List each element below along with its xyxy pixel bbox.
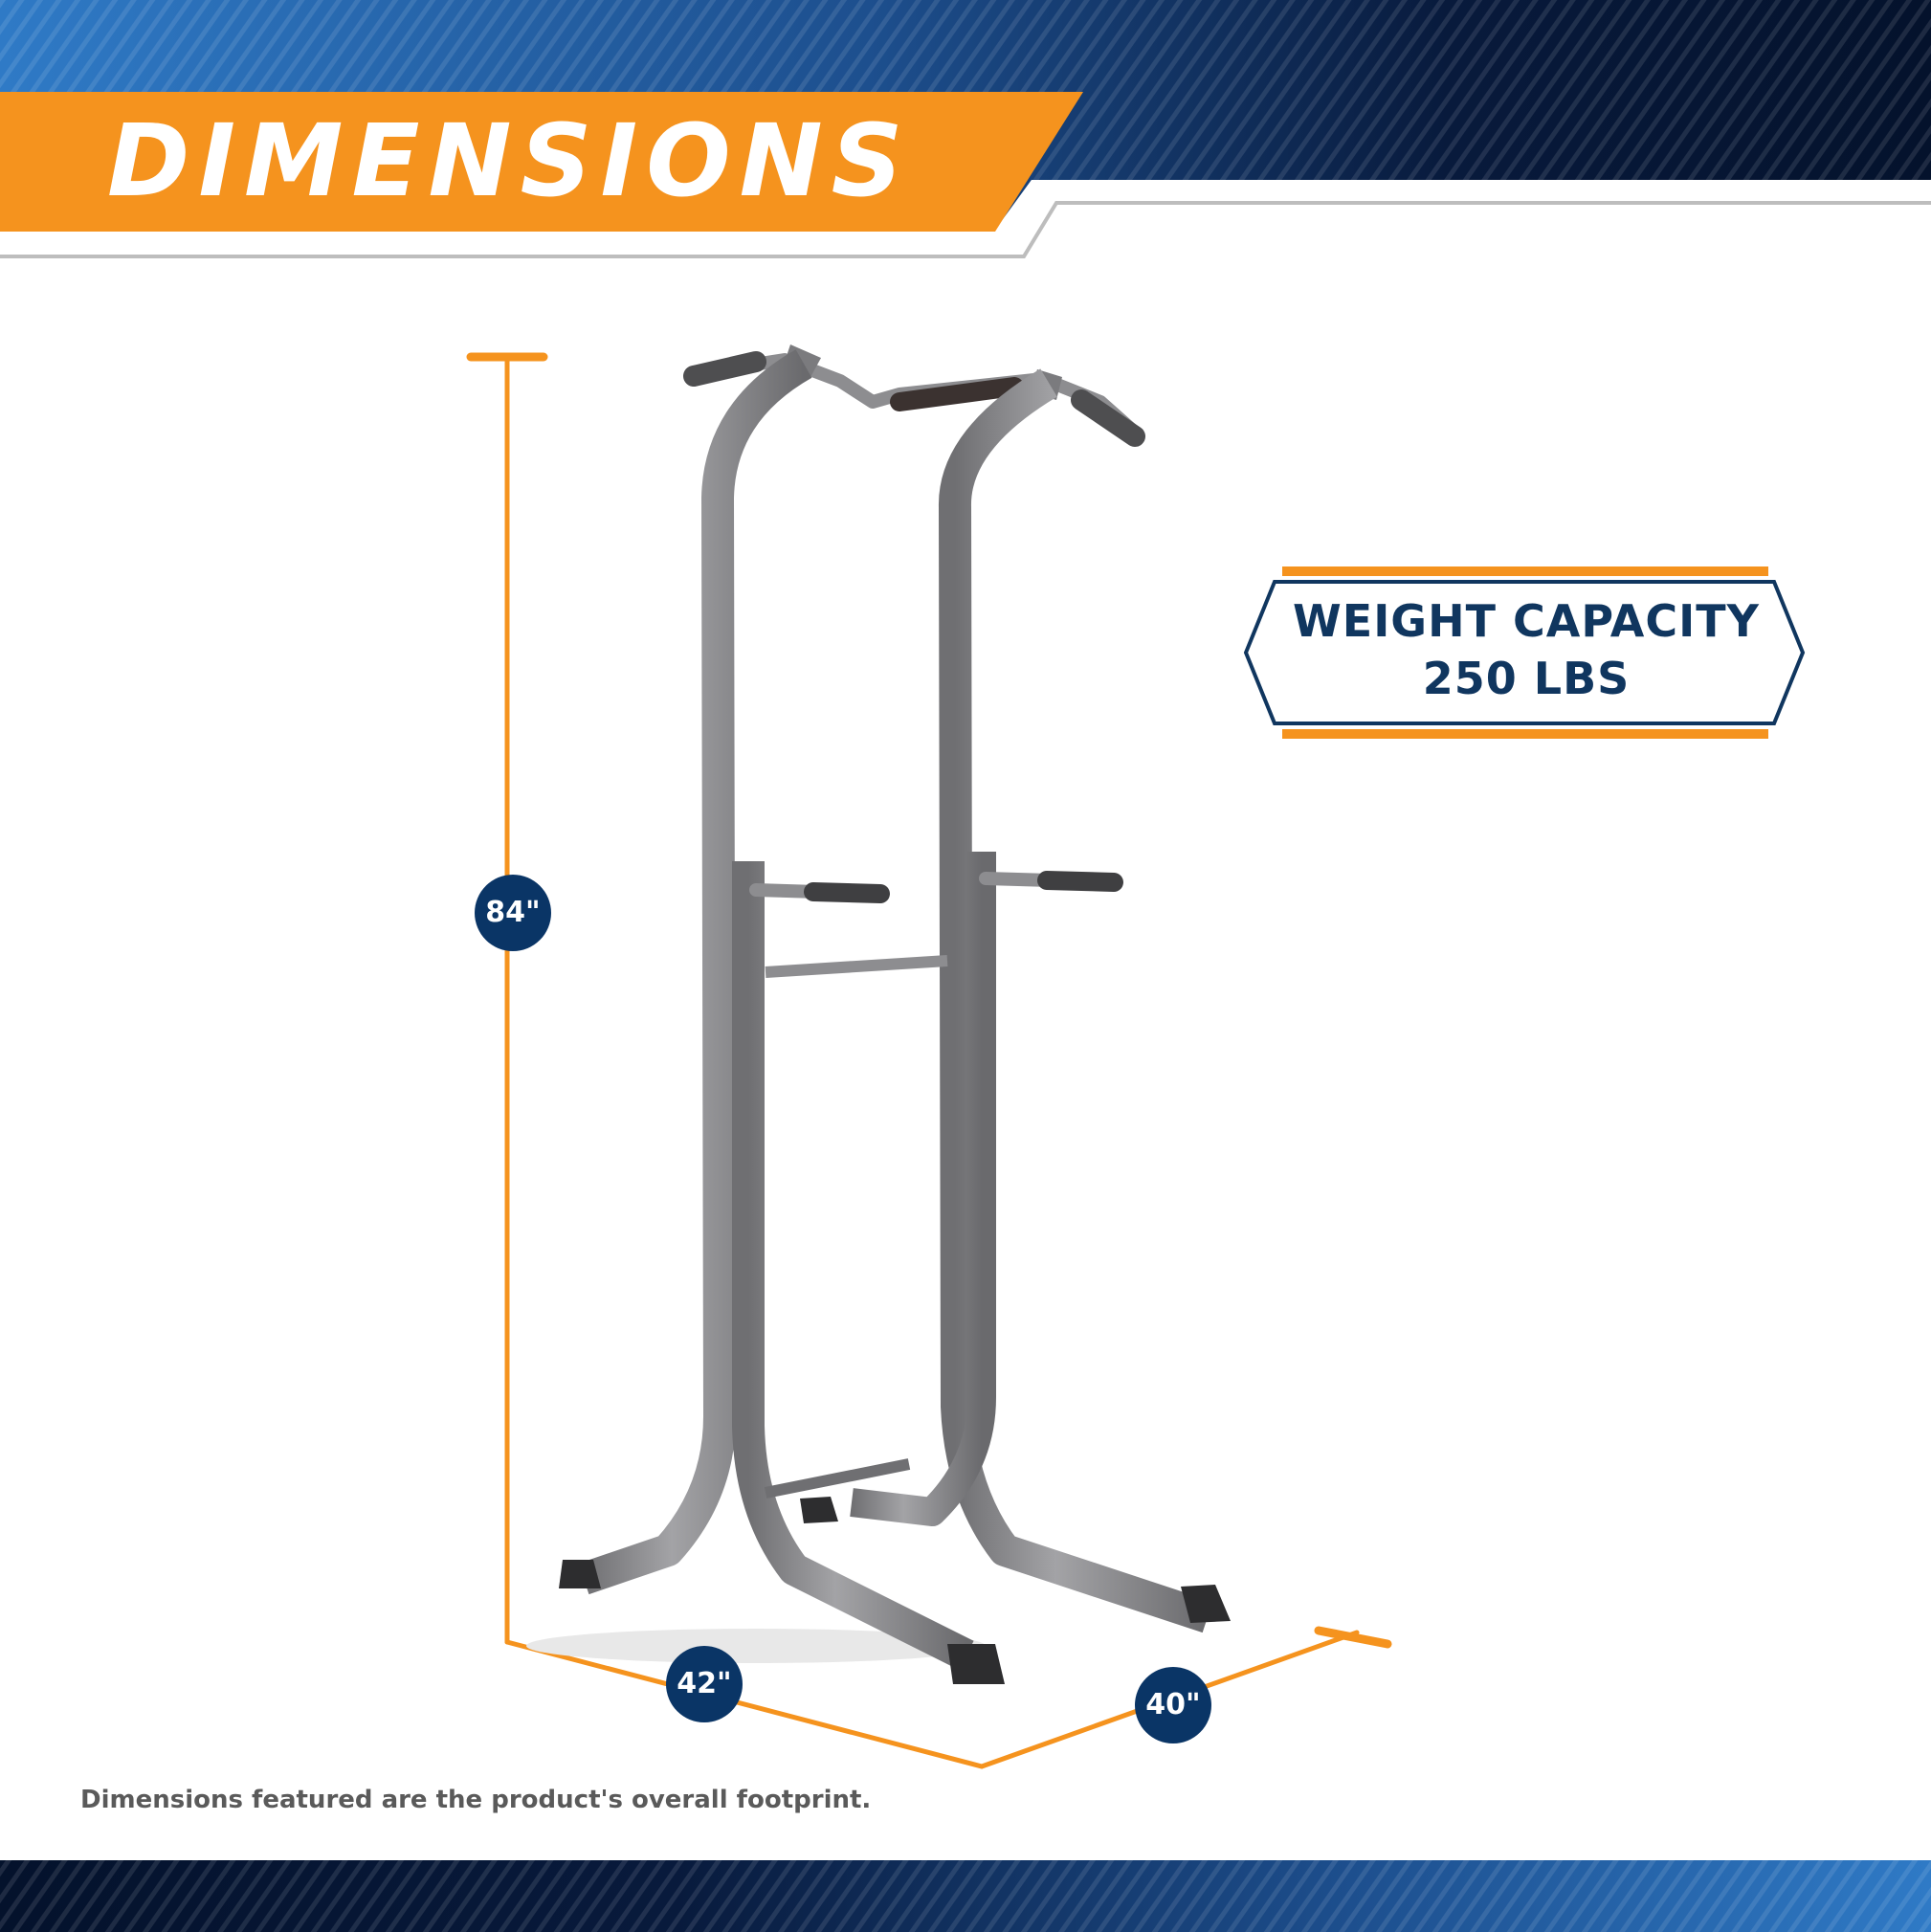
footnote: Dimensions featured are the product's ov… bbox=[80, 1786, 872, 1814]
depth-badge: 40" bbox=[1135, 1667, 1211, 1743]
dimension-lines bbox=[466, 352, 1392, 1769]
weight-capacity-label: WEIGHT CAPACITY bbox=[1293, 595, 1760, 647]
weight-capacity-value: 250 LBS bbox=[1422, 653, 1631, 704]
power-tower-product-image bbox=[526, 344, 1231, 1684]
page-title: DIMENSIONS bbox=[107, 102, 912, 219]
footer-band bbox=[0, 1860, 1931, 1932]
width-badge: 42" bbox=[666, 1646, 743, 1722]
title-banner bbox=[0, 92, 1083, 232]
weight-capacity-frame bbox=[1243, 566, 1806, 739]
height-badge: 84" bbox=[475, 875, 551, 951]
